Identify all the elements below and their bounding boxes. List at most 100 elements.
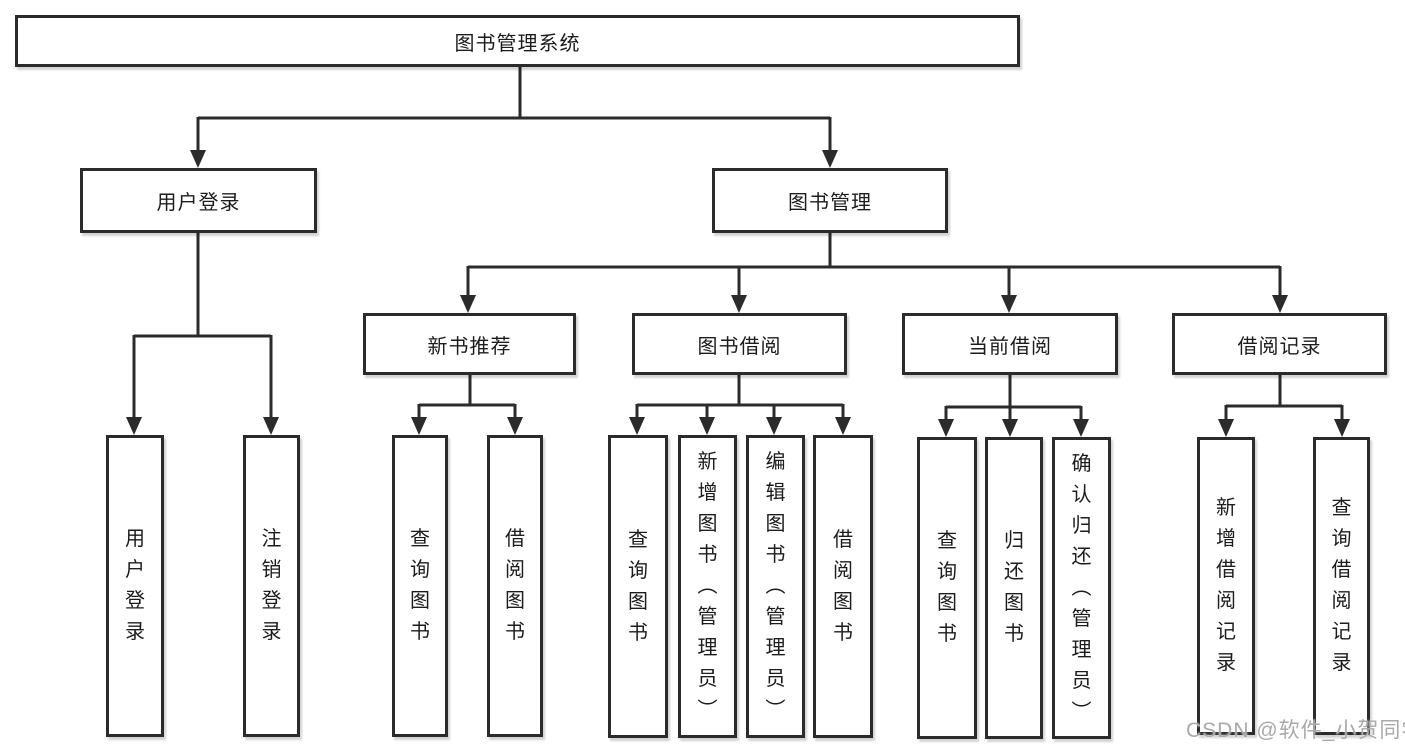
- vertical-char: 图: [628, 590, 648, 613]
- vertical-char: 员: [697, 668, 718, 690]
- vertical-char: 书: [410, 621, 430, 643]
- leaf-query-books-recommend: 查询图书: [392, 435, 448, 737]
- vertical-char: 图: [937, 592, 957, 614]
- node-label: 图书管理: [788, 192, 872, 214]
- vertical-char: 询: [628, 559, 648, 582]
- vertical-char: ︵: [1071, 576, 1092, 599]
- leaf-add-books-admin: 新增图书 ︵ 管理员 ︶: [678, 435, 737, 738]
- vertical-char: 新: [1216, 497, 1236, 519]
- vertical-char: 记: [1216, 621, 1236, 643]
- node-label: 借阅记录: [1237, 335, 1322, 358]
- vertical-char: 增: [697, 482, 718, 504]
- leaf-confirm-return-admin: 确认归还 ︵ 管理员 ︶: [1052, 437, 1111, 739]
- vertical-char: 借: [833, 528, 853, 551]
- vertical-char: 登: [125, 590, 145, 612]
- vertical-char: 询: [1331, 528, 1352, 550]
- vertical-char: 书: [697, 544, 718, 566]
- leaf-user-login: 用户登录: [106, 435, 164, 737]
- vertical-char: 阅: [1331, 590, 1352, 612]
- node-label: 当前借阅: [968, 335, 1052, 358]
- node-new-book-recommend: 新书推荐: [363, 313, 576, 375]
- node-label: 图书管理系统: [454, 32, 581, 55]
- vertical-char: 询: [937, 561, 957, 583]
- node-book-borrow: 图书借阅: [632, 313, 847, 375]
- vertical-char: 录: [1331, 652, 1352, 674]
- vertical-char: 确: [1071, 452, 1092, 475]
- leaf-return-books: 归还图书: [985, 437, 1043, 739]
- vertical-char: 录: [261, 621, 282, 643]
- leaf-add-borrow-record: 新增借阅记录: [1197, 437, 1255, 735]
- vertical-char: 借: [505, 528, 525, 550]
- vertical-char: 编: [765, 451, 786, 473]
- vertical-char: 用: [125, 528, 145, 550]
- vertical-char: 管: [1071, 607, 1092, 630]
- vertical-char: 查: [1331, 497, 1352, 519]
- vertical-char: 书: [765, 544, 786, 566]
- vertical-char: 理: [1071, 638, 1092, 661]
- vertical-char: 图: [833, 590, 853, 613]
- vertical-char: 书: [628, 621, 648, 644]
- vertical-char: 辑: [765, 482, 786, 504]
- vertical-char: 查: [628, 528, 648, 551]
- leaf-logout: 注销登录: [243, 435, 300, 737]
- vertical-char: 阅: [1216, 590, 1236, 612]
- vertical-char: 书: [1004, 623, 1024, 645]
- vertical-char: 图: [410, 590, 430, 612]
- vertical-char: 录: [125, 621, 145, 643]
- vertical-char: 户: [125, 559, 145, 581]
- leaf-query-borrow-record: 查询借阅记录: [1313, 437, 1370, 735]
- vertical-char: 图: [505, 590, 525, 612]
- vertical-char: 管: [765, 606, 786, 628]
- vertical-char: 归: [1004, 530, 1024, 552]
- vertical-char: 员: [1071, 669, 1092, 692]
- vertical-char: 理: [765, 637, 786, 659]
- vertical-char: 图: [765, 513, 786, 535]
- vertical-char: 询: [410, 559, 430, 581]
- vertical-char: 图: [1004, 592, 1024, 614]
- vertical-char: 理: [697, 637, 718, 659]
- node-borrow-records: 借阅记录: [1172, 313, 1387, 375]
- node-book-management-branch: 图书管理: [712, 168, 948, 233]
- vertical-char: ︶: [697, 699, 718, 721]
- node-root-library-management-system: 图书管理系统: [15, 15, 1020, 67]
- node-user-login-branch: 用户登录: [80, 168, 317, 233]
- vertical-char: 管: [697, 606, 718, 628]
- vertical-char: 书: [937, 623, 957, 645]
- leaf-borrow-books-recommend: 借阅图书: [487, 435, 543, 737]
- vertical-char: 阅: [505, 559, 525, 581]
- vertical-char: ︶: [765, 699, 786, 721]
- vertical-char: 登: [261, 590, 282, 612]
- vertical-char: 借: [1216, 559, 1236, 581]
- vertical-char: 查: [410, 528, 430, 550]
- vertical-char: 图: [697, 513, 718, 535]
- vertical-char: 还: [1004, 561, 1024, 583]
- vertical-char: 销: [261, 559, 282, 581]
- node-current-borrow: 当前借阅: [902, 313, 1118, 375]
- vertical-char: ︵: [697, 575, 718, 597]
- vertical-char: 认: [1071, 483, 1092, 506]
- vertical-char: ︵: [765, 575, 786, 597]
- vertical-char: 归: [1071, 514, 1092, 537]
- vertical-char: 还: [1071, 545, 1092, 568]
- leaf-edit-books-admin: 编辑图书 ︵ 管理员 ︶: [746, 435, 805, 738]
- csdn-watermark: CSDN @软件_小贺同学: [1186, 719, 1405, 742]
- vertical-char: 记: [1331, 621, 1352, 643]
- vertical-char: ︶: [1071, 700, 1092, 723]
- leaf-query-books-borrow: 查询图书: [608, 435, 668, 738]
- node-label: 用户登录: [156, 192, 241, 214]
- vertical-char: 阅: [833, 559, 853, 582]
- vertical-char: 借: [1331, 559, 1352, 581]
- leaf-borrow-books: 借阅图书: [813, 435, 873, 738]
- vertical-char: 员: [765, 668, 786, 690]
- leaf-query-books-current: 查询图书: [917, 437, 977, 739]
- vertical-char: 查: [937, 530, 957, 552]
- vertical-char: 新: [697, 451, 718, 473]
- node-label: 新书推荐: [427, 335, 512, 358]
- vertical-char: 注: [261, 528, 282, 550]
- node-label: 图书借阅: [697, 335, 782, 358]
- vertical-char: 书: [505, 621, 525, 643]
- vertical-char: 录: [1216, 652, 1236, 674]
- vertical-char: 增: [1216, 528, 1236, 550]
